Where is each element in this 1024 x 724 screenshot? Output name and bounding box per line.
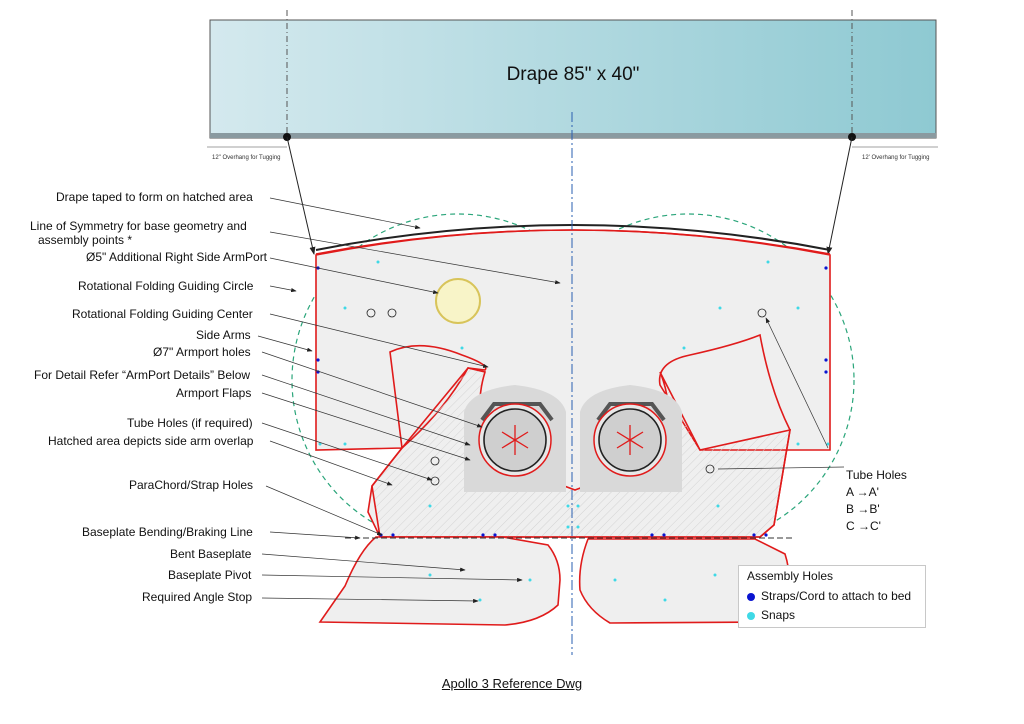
callout-angle-stop: Required Angle Stop bbox=[142, 590, 253, 604]
legend-snaps-label: Snaps bbox=[761, 608, 796, 622]
callout-guiding-center: Rotational Folding Guiding Center bbox=[72, 307, 253, 321]
callout-tube-holes: Tube Holes (if required) bbox=[127, 416, 253, 430]
legend-title: Assembly Holes bbox=[747, 569, 834, 583]
callout-baseplate-pivot: Baseplate Pivot bbox=[168, 568, 252, 582]
additional-armport bbox=[435, 278, 481, 324]
callout-bent-baseplate: Bent Baseplate bbox=[170, 547, 252, 561]
assembly-holes-legend: Assembly Holes Straps/Cord to attach to … bbox=[738, 565, 926, 628]
drape-title: Drape 85" x 40" bbox=[506, 64, 640, 85]
callout-bending-line: Baseplate Bending/Braking Line bbox=[82, 525, 253, 539]
legend-straps-label: Straps/Cord to attach to bed bbox=[761, 589, 912, 603]
tube-holes-line-c: C →C' bbox=[846, 519, 881, 533]
callout-hatched-area: Hatched area depicts side arm overlap bbox=[48, 434, 254, 448]
guide-circle-right bbox=[521, 213, 855, 547]
callout-side-arms: Side Arms bbox=[196, 328, 251, 342]
callout-armport-details: For Detail Refer “ArmPort Details” Below bbox=[34, 368, 251, 382]
callout-guiding-circle: Rotational Folding Guiding Circle bbox=[78, 279, 254, 293]
tube-holes-line-a: A →A' bbox=[846, 485, 879, 499]
callout-parachord-holes: ParaChord/Strap Holes bbox=[129, 478, 254, 492]
tube-holes-title: Tube Holes bbox=[846, 468, 907, 482]
overhang-right-label: 12' Overhang for Tugging bbox=[862, 155, 930, 161]
legend-item-straps: Straps/Cord to attach to bed bbox=[747, 589, 911, 603]
callout-symmetry-line-2: assembly points * bbox=[38, 233, 133, 247]
callout-armport-flaps: Armport Flaps bbox=[176, 386, 252, 400]
overhang-left-label: 12" Overhang for Tugging bbox=[212, 155, 281, 161]
tube-holes-note: Tube Holes A →A' B →B' C →C' bbox=[846, 467, 907, 535]
straps-dot-icon bbox=[747, 592, 755, 601]
snaps-dot-icon bbox=[747, 611, 755, 620]
drawing-caption: Apollo 3 Reference Dwg bbox=[441, 676, 583, 691]
drape-tape-band bbox=[315, 224, 831, 251]
armport-left bbox=[464, 385, 566, 492]
armport-right bbox=[580, 385, 682, 492]
callout-armport-holes: Ø7" Armport holes bbox=[153, 345, 251, 359]
drape-panel bbox=[207, 10, 938, 255]
callout-drape-taped: Drape taped to form on hatched area bbox=[56, 190, 253, 204]
tube-holes-line-b: B →B' bbox=[846, 502, 880, 516]
callout-symmetry-line-1: Line of Symmetry for base geometry and bbox=[30, 219, 247, 233]
legend-item-snaps: Snaps bbox=[747, 608, 795, 622]
callout-additional-armport: Ø5" Additional Right Side ArmPort bbox=[86, 250, 268, 264]
